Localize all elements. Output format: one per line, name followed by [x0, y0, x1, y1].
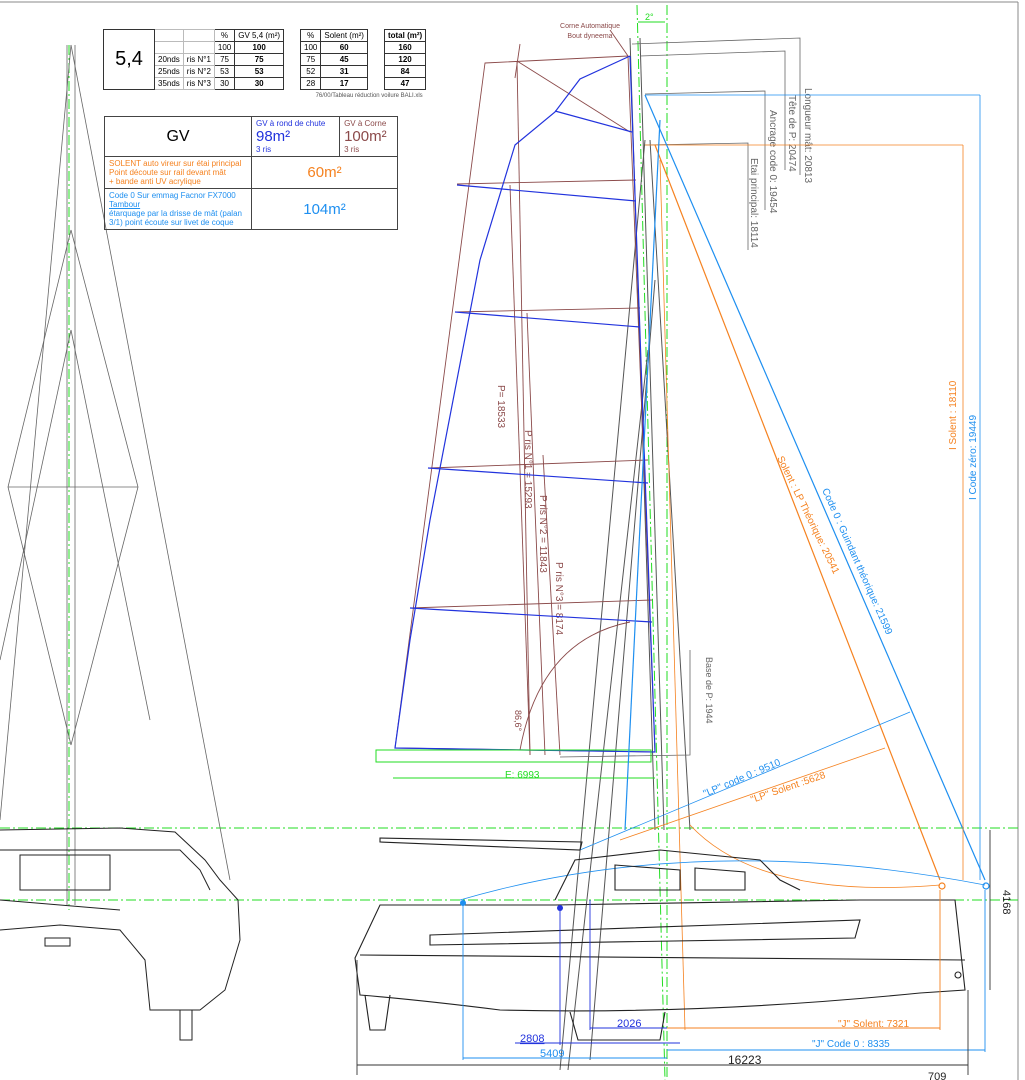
gv-gaff-title: GV à Corne	[344, 119, 387, 128]
solent-description: SOLENT auto vireur sur étai principal Po…	[104, 156, 252, 189]
dim-709: 709	[928, 1071, 946, 1080]
dim-2808: 2808	[520, 1033, 544, 1045]
header-gv-pct: %	[213, 29, 236, 42]
p-reef1-label: P ris N°1 = 15293	[522, 430, 533, 509]
bottom-dimensions	[356, 830, 991, 1075]
solent-desc-line: + bande anti UV acrylique	[109, 177, 201, 186]
dim-2026: 2026	[617, 1018, 641, 1030]
side-mast	[559, 37, 691, 1071]
front-view-hull	[0, 827, 241, 1041]
p-head-label: Tête de P: 20474	[786, 95, 797, 172]
p-reef3-label: P ris N°3 = 8174	[553, 562, 564, 635]
forestay-label: Etai principal: 18114	[748, 158, 759, 248]
sail-areas-table: GV GV à rond de chute 98m² 3 ris GV à Co…	[104, 116, 398, 230]
model-label: 5,4	[103, 29, 155, 90]
i-solent-label: I Solent : 18110	[948, 380, 959, 450]
mast-length-label: Longueur mât: 20813	[802, 88, 813, 184]
angle-label: 86,6°	[513, 710, 523, 732]
gv-roach-title: GV à rond de chute	[256, 119, 326, 128]
rake-label: 2°	[645, 12, 654, 22]
gv-gaff-reefs: 3 ris	[344, 145, 360, 154]
e-label: E: 6993	[505, 770, 540, 781]
code0-desc-line: étarquage par la drisse de mât (palan 3/…	[109, 209, 242, 227]
solent-desc-line: SOLENT auto vireur sur étai principal	[109, 159, 242, 168]
i-code0-label: I Code zéro: 19449	[968, 415, 979, 500]
front-view-rig	[0, 44, 231, 905]
headsails	[459, 94, 990, 1031]
header-solent: Solent (m²)	[320, 29, 368, 42]
solent-area: 60m²	[251, 156, 398, 189]
base-p-label: Base de P: 1944	[704, 657, 714, 724]
side-hull	[354, 837, 966, 1041]
code0-tambour-link[interactable]: Tambour	[109, 200, 141, 209]
code0-anchor-label: Ancrage code 0: 19454	[767, 110, 778, 214]
table-source-note: 76/00/Tableau réduction voilure BALI.xls	[315, 92, 423, 99]
gv-label: GV	[104, 116, 252, 157]
roach-mainsail	[394, 55, 656, 753]
header-total: total (m²)	[383, 29, 427, 42]
p-label: P= 18533	[495, 385, 506, 429]
header-solent-pct: %	[300, 29, 322, 42]
gv-gaff-area: 100m²	[344, 128, 387, 145]
gv-roach-reefs: 3 ris	[256, 145, 272, 154]
gaff-note-1: Corne Automatique	[560, 23, 620, 30]
gv-gaff-cell: GV à Corne 100m² 3 ris	[339, 116, 398, 157]
code0-tack-marker	[460, 900, 466, 906]
header-gv: GV 5,4 (m²)	[234, 29, 285, 42]
mast-step-marker	[557, 905, 563, 911]
gaff-mainsail	[394, 29, 656, 756]
gv-roach-cell: GV à rond de chute 98m² 3 ris	[250, 116, 341, 157]
code0-area: 104m²	[251, 188, 398, 230]
code0-desc-line: Code 0 Sur emmag Facnor FX7000	[109, 191, 236, 200]
dim-16223: 16223	[728, 1053, 762, 1067]
dim-5409: 5409	[540, 1048, 564, 1060]
boom-e	[375, 749, 655, 779]
p-reef2-label: P ris N°2 = 11843	[537, 495, 548, 573]
gv-roach-area: 98m²	[256, 128, 291, 145]
gaff-note-2: Bout dyneema	[567, 33, 612, 40]
j-solent-label: "J" Solent: 7321	[838, 1019, 909, 1030]
mast-dimension-lines	[559, 37, 801, 758]
j-code0-label: "J" Code 0 : 8335	[812, 1039, 890, 1050]
dim-4168: 4168	[1000, 890, 1012, 914]
sail-reduction-table: 5,4 % GV 5,4 (m²) % Solent (m²) total (m…	[103, 29, 427, 101]
solent-desc-line: Point découte sur rail devant mât	[109, 168, 226, 177]
code0-description: Code 0 Sur emmag Facnor FX7000 Tambour é…	[104, 188, 252, 230]
